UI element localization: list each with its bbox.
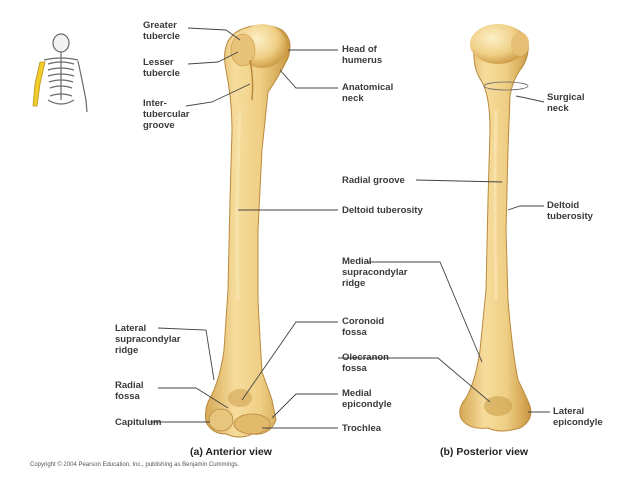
anterior-humerus — [205, 24, 291, 438]
label-head-of-humerus: Head of humerus — [342, 44, 383, 66]
label-lesser-tubercle: Lesser tubercle — [143, 57, 180, 79]
label-radial-groove: Radial groove — [342, 175, 405, 186]
label-capitulum: Capitulum — [115, 417, 162, 428]
label-coronoid-fossa: Coronoid fossa — [342, 316, 385, 338]
skeleton-thumbnail — [43, 33, 88, 113]
label-anatomical-neck: Anatomical neck — [342, 82, 394, 104]
copyright-notice: Copyright © 2004 Pearson Education, Inc.… — [30, 462, 240, 468]
label-trochlea: Trochlea — [342, 423, 382, 434]
caption-posterior-view: (b) Posterior view — [440, 446, 529, 458]
label-deltoid-tuberosity-posterior: Deltoid tuberosity — [547, 200, 593, 222]
label-olecranon-fossa: Olecranon fossa — [342, 352, 389, 374]
label-surgical-neck: Surgical neck — [547, 92, 585, 114]
label-greater-tubercle: Greater tubercle — [143, 20, 180, 42]
label-lateral-supracondylar-ridge: Lateral supracondylar ridge — [115, 323, 181, 356]
label-lateral-epicondyle: Lateral epicondyle — [553, 406, 603, 428]
label-medial-epicondyle: Medial epicondyle — [342, 388, 392, 410]
label-deltoid-tuberosity-anterior: Deltoid tuberosity — [342, 205, 423, 216]
label-intertubercular-groove: Inter- tubercular groove — [143, 98, 190, 131]
label-radial-fossa: Radial fossa — [115, 380, 144, 402]
highlighted-arm — [32, 61, 46, 107]
leader-lines — [150, 27, 550, 429]
label-medial-supracondylar-ridge: Medial supracondylar ridge — [342, 256, 408, 289]
posterior-humerus — [459, 24, 532, 432]
caption-anterior-view: (a) Anterior view — [190, 446, 272, 458]
